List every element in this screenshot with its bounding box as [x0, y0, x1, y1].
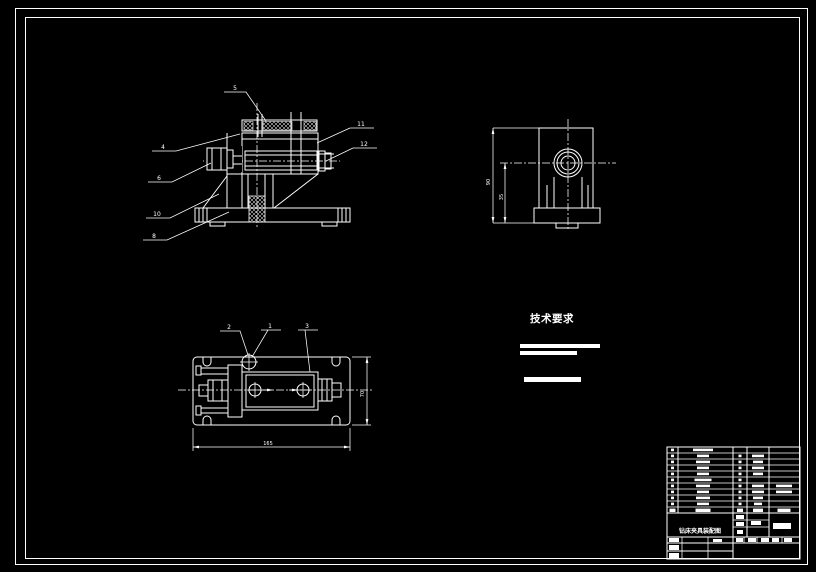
text-blob: [738, 490, 742, 494]
dim-label: 70: [360, 391, 366, 397]
text-blob: [671, 448, 674, 452]
balloon-label: 6: [157, 175, 161, 182]
text-blob: [773, 523, 791, 529]
text-blob: [754, 502, 762, 506]
text-blob: [693, 448, 713, 452]
text-blob: [776, 490, 792, 494]
bom-text-blurred: [669, 448, 792, 512]
text-blob: [697, 454, 709, 458]
balloon-label: 11: [357, 121, 365, 128]
text-blob: [671, 484, 674, 488]
text-blob: [520, 344, 600, 348]
text-blob: [737, 530, 743, 534]
text-blob: [736, 538, 743, 542]
balloon-label: 10: [153, 211, 161, 218]
text-blob: [761, 538, 769, 542]
top-view: 2 1 3 165 70: [178, 323, 372, 451]
text-blob: [696, 484, 710, 488]
text-blob: [520, 351, 577, 355]
text-blob: [738, 466, 742, 470]
text-blob: [738, 478, 742, 482]
text-blob: [697, 490, 709, 494]
text-blob: [696, 460, 710, 464]
text-blob: [736, 515, 744, 519]
text-blob: [671, 454, 674, 458]
dim-label: 90: [486, 179, 492, 185]
text-blob: [669, 553, 679, 558]
title-block: 钻床夹具装配图: [667, 447, 800, 559]
text-blob: [784, 538, 792, 542]
text-blob: [752, 454, 764, 458]
text-blob: [752, 490, 764, 494]
balloon-label: 1: [268, 323, 272, 330]
text-blob: [738, 496, 742, 500]
balloon-label: 5: [233, 85, 237, 92]
side-view: 90 35: [486, 119, 616, 231]
text-blob: [751, 521, 761, 525]
text-blob: [695, 508, 711, 512]
balloon-label: 8: [152, 233, 156, 240]
dim-label: 35: [499, 194, 505, 200]
text-blob: [697, 466, 709, 470]
text-blob: [669, 508, 676, 512]
title-block-text-blurred: [669, 515, 792, 558]
text-blob: [752, 484, 764, 488]
text-blob: [671, 502, 674, 506]
tech-req-title: 技术要求: [530, 312, 574, 325]
text-blob: [669, 538, 679, 542]
text-blob: [737, 508, 743, 512]
text-blob: [694, 478, 712, 482]
text-blob: [671, 466, 674, 470]
text-blob: [669, 545, 679, 550]
text-blob: [736, 522, 744, 526]
text-blob: [752, 466, 764, 470]
front-view: 5 4 6 10 8 11 12: [143, 85, 377, 240]
text-blob: [738, 502, 742, 506]
balloon-label: 2: [227, 324, 231, 331]
text-blob: [738, 472, 742, 476]
balloon-label: 4: [161, 144, 165, 151]
dim-label: 165: [263, 441, 273, 447]
drawing-title: 钻床夹具装配图: [679, 527, 721, 535]
technical-requirements: 技术要求: [520, 312, 600, 382]
text-blob: [738, 484, 742, 488]
text-blob: [696, 496, 710, 500]
text-blob: [671, 496, 674, 500]
text-blob: [738, 454, 742, 458]
text-blob: [748, 538, 756, 542]
text-blob: [697, 502, 709, 506]
sheet-border: [16, 9, 808, 565]
text-blob: [753, 508, 763, 512]
text-blob: [753, 496, 763, 500]
balloon-label: 3: [305, 323, 309, 330]
text-blob: [524, 377, 581, 382]
text-blob: [777, 508, 791, 512]
text-blob: [776, 484, 792, 488]
text-blob: [671, 460, 674, 464]
tech-req-blurred-lines: [520, 344, 600, 382]
text-blob: [753, 472, 763, 476]
text-blob: [697, 472, 709, 476]
text-blob: [772, 538, 779, 542]
text-blob: [713, 539, 722, 542]
text-blob: [671, 472, 674, 476]
text-blob: [671, 478, 674, 482]
text-blob: [738, 460, 742, 464]
text-blob: [753, 460, 763, 464]
text-blob: [671, 490, 674, 494]
balloon-label: 12: [360, 141, 368, 148]
